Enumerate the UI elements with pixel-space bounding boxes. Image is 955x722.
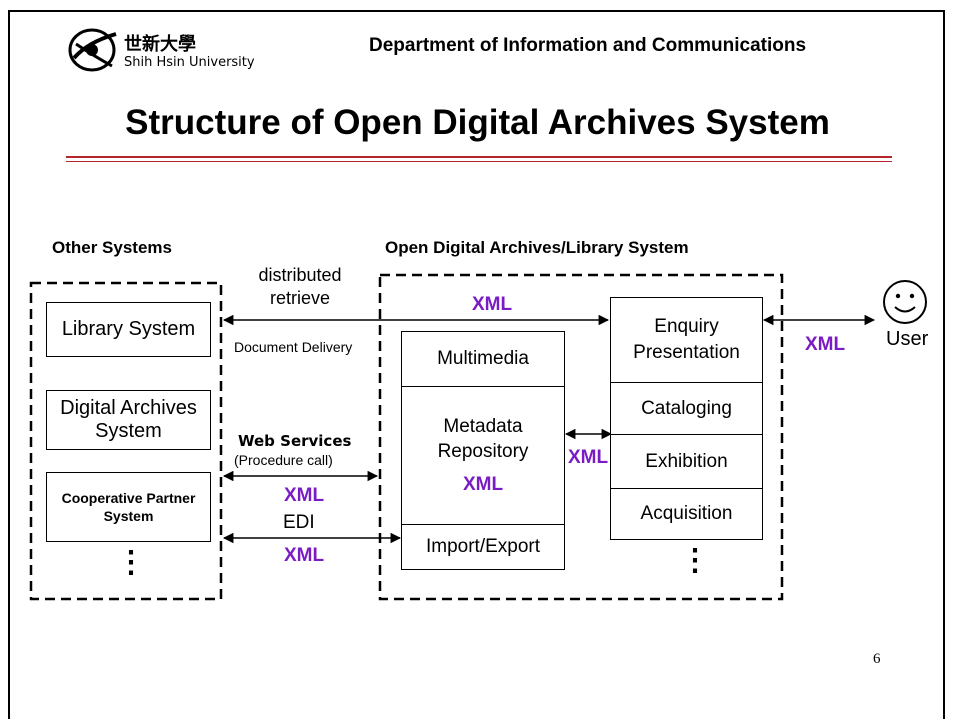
smiley-face-icon bbox=[883, 280, 927, 324]
logo-english-text: Shih Hsin University bbox=[124, 55, 255, 70]
slide-title: Structure of Open Digital Archives Syste… bbox=[125, 103, 830, 142]
title-rule-secondary bbox=[66, 161, 892, 162]
metadata-repository-label: Metadata Repository bbox=[437, 416, 529, 462]
metadata-xml-label: XML bbox=[462, 474, 504, 496]
page-number: 6 bbox=[873, 651, 881, 667]
university-logo-icon bbox=[68, 28, 117, 72]
procedure-call-label: (Procedure call) bbox=[234, 452, 333, 468]
user-xml-label: XML bbox=[805, 334, 846, 355]
enquiry-presentation-cell: Enquiry Presentation bbox=[611, 298, 762, 383]
multimedia-cell: Multimedia bbox=[402, 332, 564, 387]
odals-heading: Open Digital Archives/Library System bbox=[385, 238, 689, 257]
top-xml-label: XML bbox=[472, 294, 513, 315]
edi-label: EDI bbox=[283, 512, 315, 533]
web-services-label: Web Services bbox=[238, 432, 352, 450]
library-system-box: Library System bbox=[46, 302, 211, 357]
cooperative-partner-system-label: Cooperative Partner System bbox=[61, 489, 196, 524]
slide-frame bbox=[8, 10, 945, 719]
cooperative-partner-system-box: Cooperative Partner System bbox=[46, 472, 211, 542]
title-rule bbox=[66, 156, 892, 158]
metadata-repository-cell: Metadata Repository XML bbox=[402, 387, 564, 525]
acquisition-cell: Acquisition bbox=[611, 489, 762, 538]
odals-container bbox=[378, 273, 784, 601]
cataloging-cell: Cataloging bbox=[611, 383, 762, 435]
multimedia-label: Multimedia bbox=[437, 348, 529, 369]
repository-stack: Multimedia Metadata Repository XML Impor… bbox=[401, 331, 565, 570]
library-system-label: Library System bbox=[61, 318, 196, 340]
digital-archives-system-label: Digital Archives System bbox=[60, 397, 197, 442]
acquisition-label: Acquisition bbox=[640, 502, 733, 524]
other-systems-more: ⋮ bbox=[116, 546, 146, 579]
user-label: User bbox=[886, 328, 929, 350]
services-stack: Enquiry Presentation Cataloging Exhibiti… bbox=[610, 297, 763, 540]
web-services-xml-label: XML bbox=[284, 485, 325, 506]
exhibition-label: Exhibition bbox=[645, 450, 728, 472]
document-delivery-label: Document Delivery bbox=[234, 339, 353, 355]
exhibition-cell: Exhibition bbox=[611, 435, 762, 489]
import-export-cell: Import/Export bbox=[402, 525, 564, 568]
enquiry-presentation-label: Enquiry Presentation bbox=[633, 316, 740, 363]
import-export-label: Import/Export bbox=[425, 535, 541, 557]
other-systems-heading: Other Systems bbox=[52, 238, 172, 257]
other-systems-container bbox=[29, 281, 223, 601]
department-name: Department of Information and Communicat… bbox=[369, 35, 807, 56]
cataloging-label: Cataloging bbox=[641, 397, 732, 419]
services-more: ⋮ bbox=[680, 544, 710, 577]
internal-xml-label: XML bbox=[568, 447, 609, 468]
digital-archives-system-box: Digital Archives System bbox=[46, 390, 211, 450]
logo-chinese-text: 世新大學 bbox=[124, 34, 196, 55]
distributed-retrieve-label: distributed retrieve bbox=[258, 265, 342, 308]
edi-xml-label: XML bbox=[284, 545, 325, 566]
